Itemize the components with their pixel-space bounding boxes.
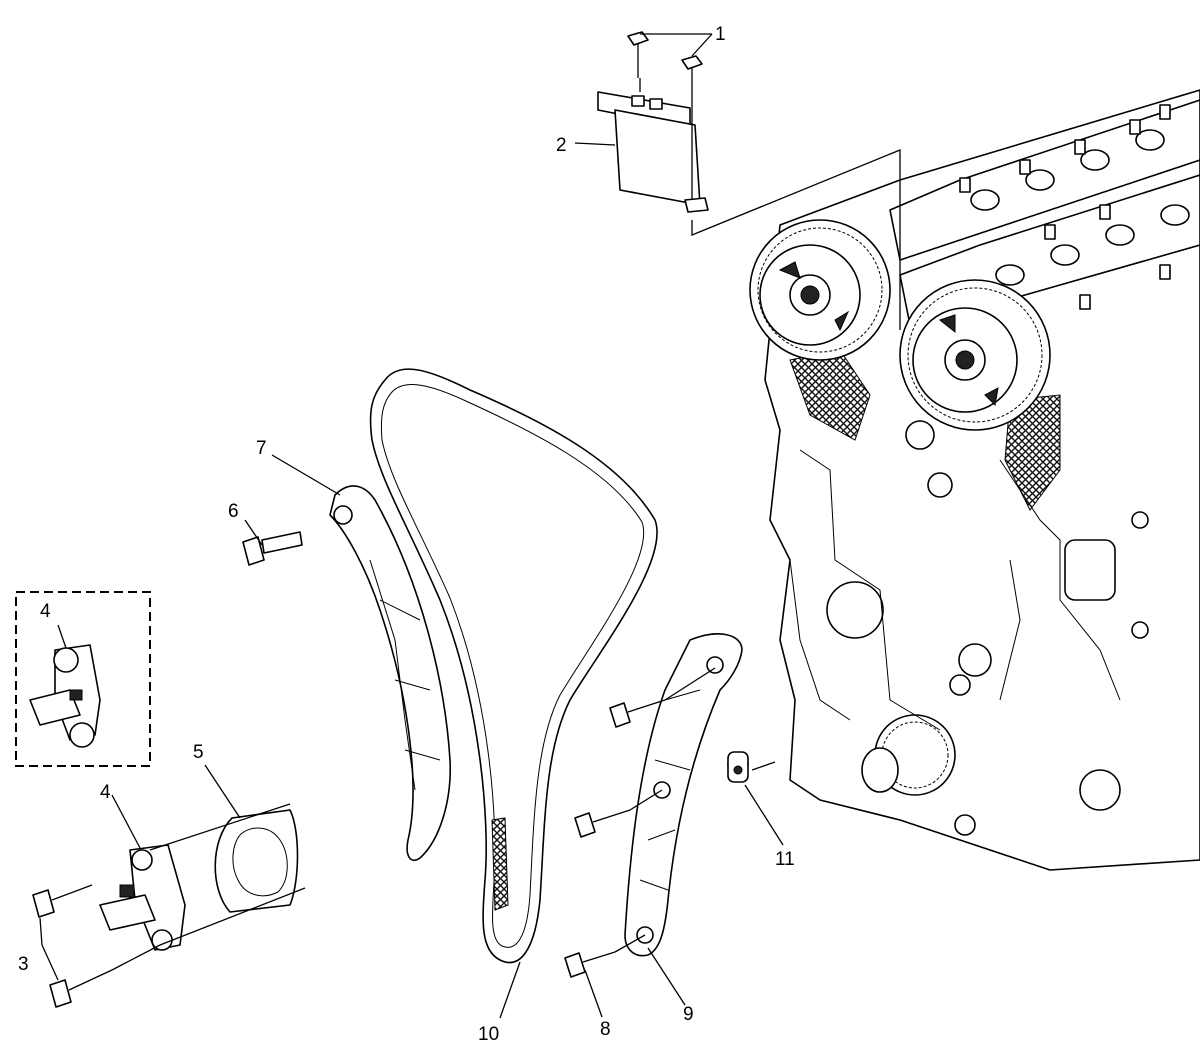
camshaft-lobes (970, 129, 1190, 286)
tensioner-bolts (32, 884, 161, 1008)
callout-9: 9 (683, 1004, 694, 1025)
callout-1: 1 (715, 24, 726, 45)
callout-4: 4 (100, 782, 111, 803)
crankshaft-sprocket (861, 714, 956, 796)
left-guide-bolt (242, 531, 303, 566)
callout-5: 5 (193, 742, 204, 763)
upper-guide-bolts (627, 31, 703, 200)
callout-10: 10 (478, 1024, 499, 1045)
cam-cap-bolts (959, 104, 1171, 310)
callout-8: 8 (600, 1019, 611, 1040)
intake-cam-sprocket (749, 219, 891, 361)
upper-chain-guide (597, 91, 901, 330)
callout-3: 3 (18, 954, 29, 975)
engine-block (749, 89, 1200, 871)
leader-lines (39, 33, 784, 1019)
tensioner-gasket (149, 803, 306, 946)
left-chain-guide (329, 485, 452, 862)
callout-11: 11 (775, 849, 795, 870)
chain-tensioner (99, 844, 186, 951)
block-bosses (826, 420, 1149, 836)
callout-7: 7 (256, 438, 267, 459)
right-chain-guide (624, 633, 743, 957)
callout-2: 2 (556, 135, 567, 156)
tensioner-plug (727, 751, 776, 783)
callout-6: 6 (228, 501, 239, 522)
right-guide-bolts (564, 667, 716, 978)
timing-chain (369, 368, 658, 964)
exhaust-cam-sprocket (899, 279, 1051, 431)
callout-labels: 1 2 3 4 4 5 6 7 8 9 10 11 (18, 24, 795, 1045)
tensioner-inset (15, 591, 151, 767)
callout-4-inset: 4 (40, 601, 51, 622)
